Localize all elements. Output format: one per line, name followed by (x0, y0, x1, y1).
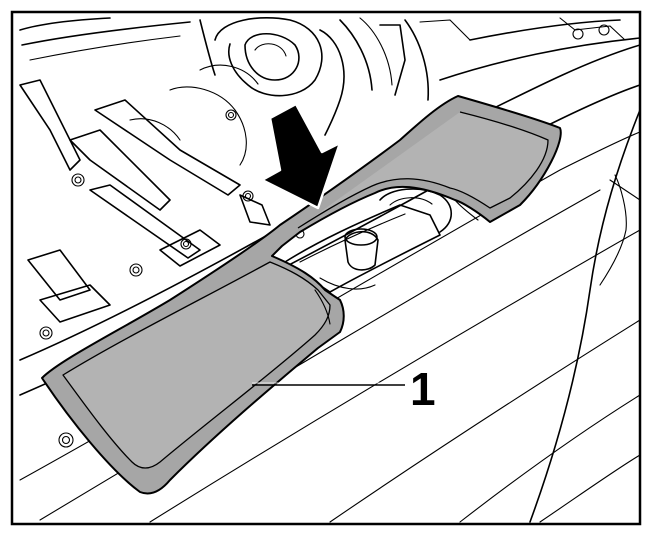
cover-panel (41, 95, 562, 495)
callout-1: 1 (252, 363, 436, 415)
press-down-arrow (260, 102, 342, 210)
bolt-markers (39, 109, 305, 448)
callout-label: 1 (410, 363, 436, 415)
